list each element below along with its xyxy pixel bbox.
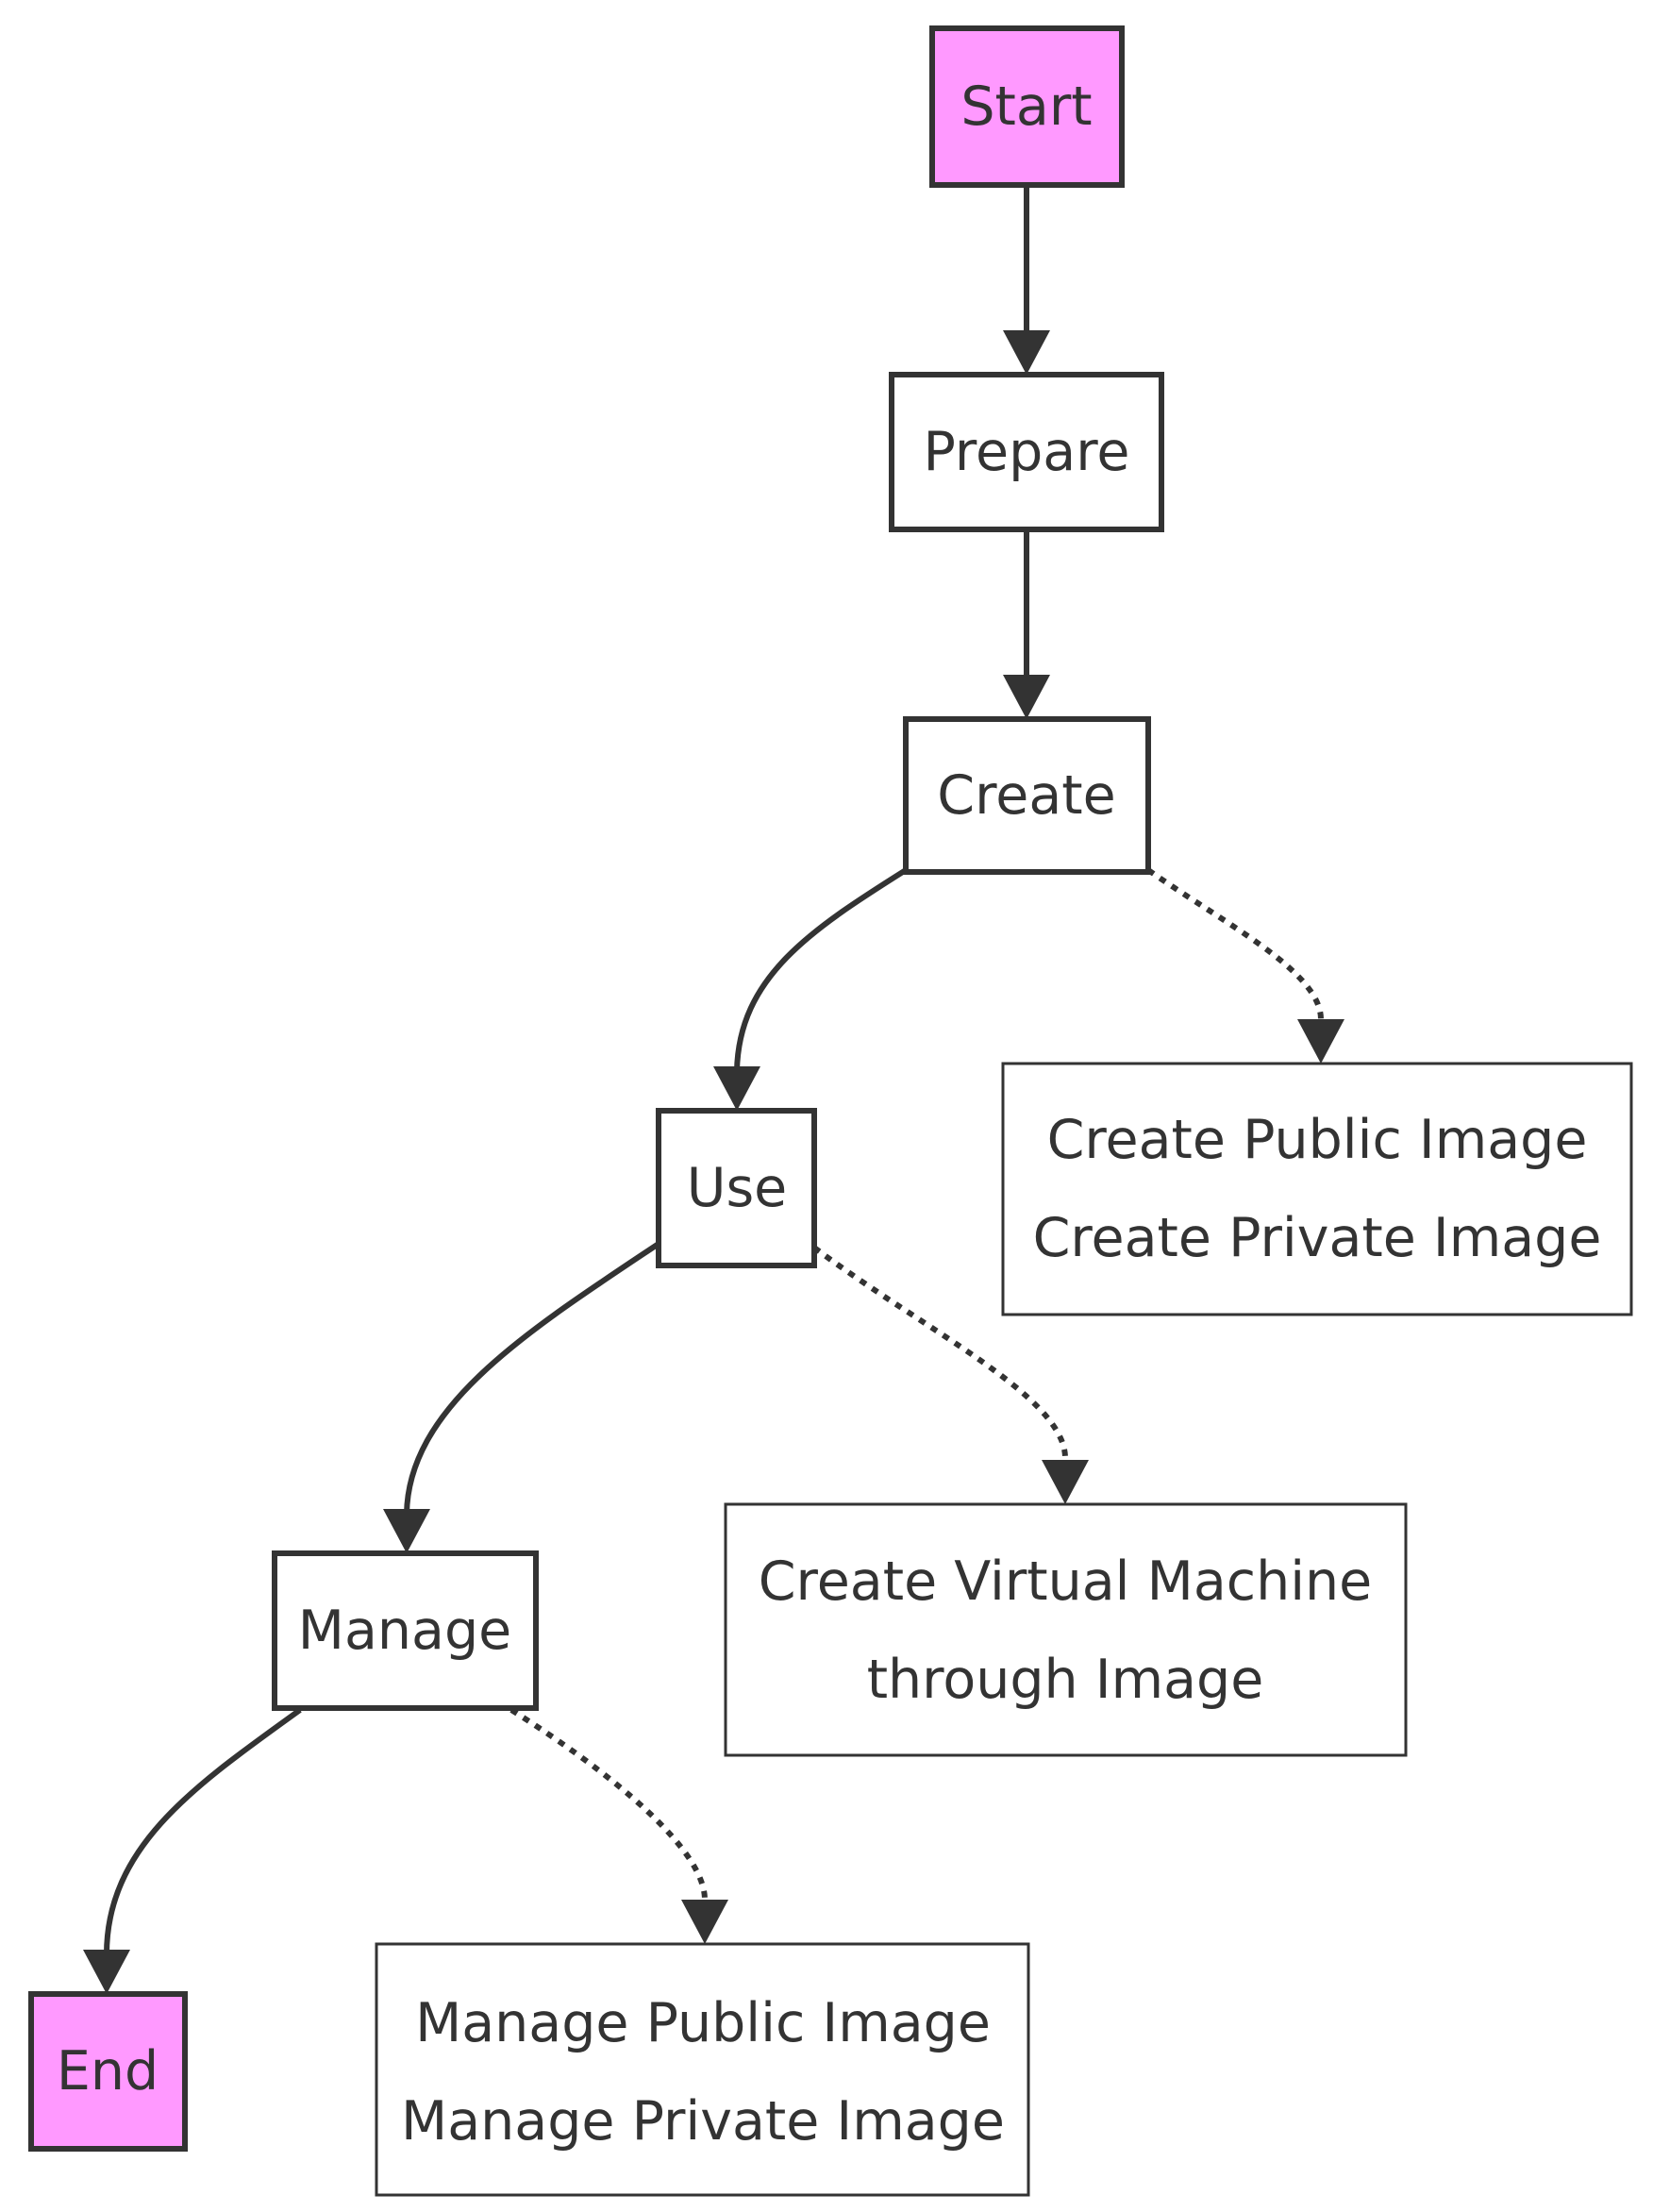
node-manage-note-line-2: Manage Private Image [401, 2090, 1005, 2153]
node-end: End [28, 1991, 188, 2152]
node-prepare: Prepare [889, 372, 1164, 532]
node-create-note-box [1001, 1062, 1633, 1316]
node-prepare-label: Prepare [924, 421, 1130, 483]
node-create: Create [903, 716, 1151, 875]
arrowhead-use-note [1042, 1460, 1089, 1504]
node-manage-note-line-1: Manage Public Image [415, 1992, 991, 2054]
edge-use-manage [404, 1241, 660, 1515]
arrowhead-use [713, 1066, 760, 1111]
arrowhead-manage-note [681, 1900, 728, 1944]
edge-create-use [734, 867, 908, 1072]
node-use-note-line-1: Create Virtual Machine [759, 1550, 1373, 1613]
node-start-label: Start [960, 75, 1092, 138]
node-manage-label: Manage [298, 1600, 511, 1662]
node-use-note-box [724, 1502, 1408, 1757]
edge-manage-end [104, 1707, 302, 1955]
node-use-note: Create Virtual Machine through Image [724, 1502, 1408, 1757]
edge-use-note [812, 1245, 1068, 1459]
node-manage: Manage [272, 1550, 539, 1711]
edge-manage-note [509, 1707, 708, 1901]
arrowhead-create-note [1297, 1019, 1344, 1064]
node-use-label: Use [687, 1157, 788, 1219]
edges [83, 185, 1344, 1994]
node-manage-note: Manage Public Image Manage Private Image [375, 1942, 1030, 2197]
arrowhead-create [1003, 675, 1050, 719]
node-prepare-box [889, 372, 1164, 532]
node-end-box [28, 1991, 188, 2152]
node-start-box [929, 25, 1125, 188]
arrowhead-prepare [1003, 330, 1050, 375]
node-create-note-line-2: Create Private Image [1033, 1207, 1602, 1269]
node-use: Use [656, 1108, 817, 1268]
node-end-label: End [57, 2040, 159, 2103]
node-create-box [903, 716, 1151, 875]
node-create-label: Create [937, 764, 1115, 827]
arrowhead-manage [383, 1509, 430, 1553]
node-manage-box [272, 1550, 539, 1711]
node-manage-note-box [375, 1942, 1030, 2197]
arrowhead-end [83, 1950, 130, 1994]
node-use-note-line-2: through Image [867, 1649, 1264, 1711]
node-create-note-line-1: Create Public Image [1047, 1109, 1588, 1171]
node-create-note: Create Public Image Create Private Image [1001, 1062, 1633, 1316]
node-use-box [656, 1108, 817, 1268]
edge-create-note [1146, 867, 1324, 1020]
node-start: Start [929, 25, 1125, 188]
